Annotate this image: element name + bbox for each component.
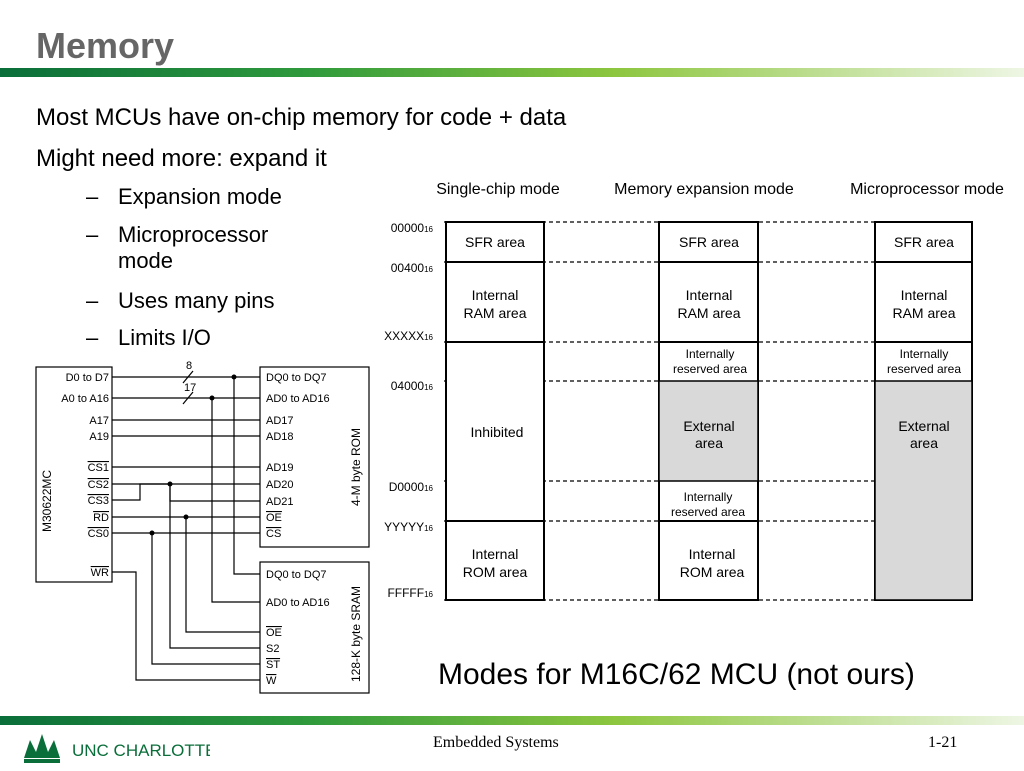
sram-chip-name: 128-K byte SRAM: [349, 586, 363, 682]
rom-chip-name: 4-M byte ROM: [349, 428, 363, 506]
rom-pin-ad18: AD18: [266, 431, 294, 443]
mcu-pin-a19: A19: [89, 431, 109, 443]
mcu-pin-rd: RD: [93, 512, 109, 524]
sram-chip-box: [259, 561, 370, 694]
junction-dots: [149, 374, 237, 536]
external-area-shade: [874, 380, 973, 601]
single-ram-label-1: Internal: [472, 287, 519, 303]
micro-reserved-label-1: Internally: [900, 347, 949, 361]
crown-logo-icon: UNC CHARLOTTE: [24, 734, 217, 763]
title-divider-bar: [0, 68, 1024, 77]
footer-course-name: Embedded Systems: [433, 734, 559, 751]
expansion-ram-label-1: Internal: [686, 287, 733, 303]
footer-divider-bar: [0, 716, 1024, 725]
address-label-d0000: D000016: [389, 480, 434, 494]
address-label-fffff: FFFFF16: [387, 586, 433, 600]
mcu-pin-a0-a16: A0 to A16: [61, 393, 109, 405]
bullet-onchip-memory: Most MCUs have on-chip memory for code +…: [36, 104, 567, 131]
mcu-pin-cs0: CS0: [88, 528, 109, 540]
sub-bullet-text: Microprocessor mode: [118, 222, 269, 273]
mode-header-single-chip: Single-chip mode: [436, 181, 560, 198]
mcu-chip-box: [35, 366, 113, 583]
expansion-sfr-label: SFR area: [679, 234, 739, 250]
rom-chip-box: [259, 366, 370, 548]
single-sfr-label: SFR area: [465, 234, 525, 250]
sub-bullet-text: Uses many pins: [118, 288, 275, 313]
rom-pin-ad20: AD20: [266, 479, 294, 491]
single-inhibited-label: Inhibited: [471, 424, 524, 440]
dash-glyph: –: [86, 222, 99, 247]
single-rom-label-2: ROM area: [463, 564, 528, 580]
single-ram-label-2: RAM area: [463, 305, 526, 321]
sram-pin-w: W: [266, 675, 277, 687]
expansion-reserved2-label-2: reserved area: [671, 505, 745, 519]
mcu-pin-d0-d7: D0 to D7: [66, 372, 109, 384]
expansion-reserved1-label-1: Internally: [686, 347, 735, 361]
slide-title: Memory: [36, 25, 175, 66]
dash-glyph: –: [86, 325, 99, 350]
micro-external-label-1: External: [898, 418, 949, 434]
mcu-chip-name: M30622MC: [40, 470, 54, 532]
mcu-pin-cs3: CS3: [88, 495, 109, 507]
expansion-rom-label-1: Internal: [689, 546, 736, 562]
sub-bullet-text: Limits I/O: [118, 325, 211, 350]
micro-sfr-label: SFR area: [894, 234, 954, 250]
rom-pin-ad17: AD17: [266, 415, 294, 427]
university-logo: UNC CHARLOTTE: [20, 728, 217, 771]
address-label-xxxxx: XXXXX16: [384, 329, 433, 343]
mcu-pin-a17: A17: [89, 415, 109, 427]
address-label-00400: 0040016: [391, 261, 434, 275]
sram-pin-s2: S2: [266, 643, 279, 655]
memory-expansion-column: SFR area Internal RAM area External area…: [658, 221, 759, 601]
expansion-external-label-1: External: [683, 418, 734, 434]
expansion-reserved1-label-2: reserved area: [673, 362, 747, 376]
expansion-rom-label-2: ROM area: [680, 564, 745, 580]
bullet-expand: Might need more: expand it: [36, 145, 327, 172]
micro-external-label-2: area: [910, 435, 938, 451]
sram-pin-dq0-dq7: DQ0 to DQ7: [266, 569, 327, 581]
mode-header-microprocessor: Microprocessor mode: [850, 181, 1004, 198]
logo-text: UNC CHARLOTTE: [72, 741, 210, 760]
mode-header-memory-expansion: Memory expansion mode: [614, 181, 794, 198]
bus-width-8: 8: [186, 360, 192, 372]
expansion-ram-label-2: RAM area: [677, 305, 740, 321]
address-label-yyyyy: YYYYY16: [384, 520, 433, 534]
diagram-caption: Modes for M16C/62 MCU (not ours): [438, 658, 915, 691]
rom-pin-ad0-ad16: AD0 to AD16: [266, 393, 330, 405]
sub-bullet-text: Expansion mode: [118, 184, 282, 209]
mcu-pin-wr: WR: [91, 567, 109, 579]
mcu-pin-cs2: CS2: [88, 479, 109, 491]
expansion-external-label-2: area: [695, 435, 723, 451]
rom-pin-ad21: AD21: [266, 496, 294, 508]
rom-pin-oe: OE: [266, 512, 282, 524]
address-label-00000: 0000016: [391, 221, 434, 235]
expansion-reserved2-label-1: Internally: [684, 490, 733, 504]
sram-pin-st: ST: [266, 659, 280, 671]
dash-glyph: –: [86, 184, 99, 209]
sram-pin-oe: OE: [266, 627, 282, 639]
rom-pin-cs: CS: [266, 528, 281, 540]
microprocessor-column: SFR area Internal RAM area External area…: [874, 221, 973, 601]
footer-page-number: 1-21: [928, 734, 958, 751]
mcu-pin-cs1: CS1: [88, 462, 109, 474]
micro-ram-label-2: RAM area: [892, 305, 955, 321]
micro-reserved-label-2: reserved area: [887, 362, 961, 376]
bus-width-17: 17: [184, 382, 196, 394]
single-rom-label-1: Internal: [472, 546, 519, 562]
sram-pin-ad0-ad16: AD0 to AD16: [266, 597, 330, 609]
dash-glyph: –: [86, 288, 99, 313]
external-area-shade: [658, 380, 759, 482]
micro-ram-label-1: Internal: [901, 287, 948, 303]
rom-pin-ad19: AD19: [266, 462, 294, 474]
address-label-04000: 0400016: [391, 379, 434, 393]
rom-pin-dq0-dq7: DQ0 to DQ7: [266, 372, 327, 384]
single-chip-column: SFR area Internal RAM area Inhibited Int…: [445, 221, 545, 601]
